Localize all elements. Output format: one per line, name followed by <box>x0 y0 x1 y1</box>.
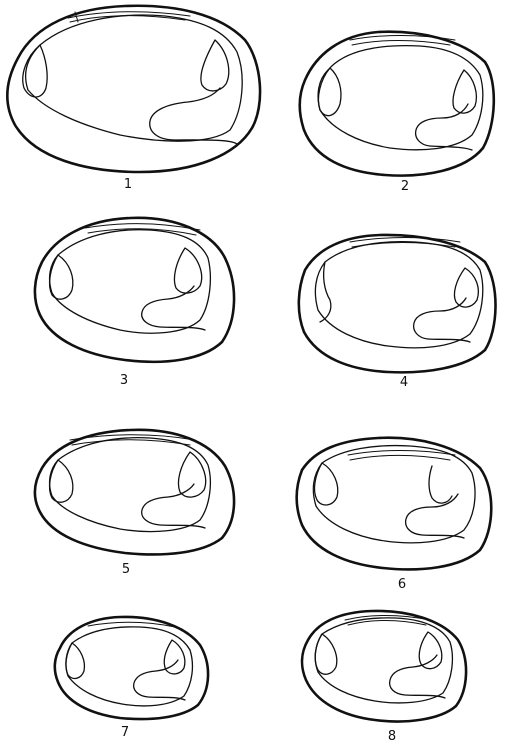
figure-number: 4 <box>400 375 408 390</box>
posterior-muscle-scar <box>453 70 476 113</box>
anterior-muscle-scar <box>66 643 85 678</box>
pallial-sinus <box>142 484 205 528</box>
figure-number: 5 <box>122 562 130 577</box>
figure-number: 1 <box>124 177 132 192</box>
pallial-sinus <box>414 298 470 342</box>
posterior-muscle-scar <box>201 40 229 91</box>
pallial-sinus <box>134 660 185 700</box>
shell-outline <box>35 218 234 362</box>
pallial-sinus <box>150 88 237 144</box>
pallial-line <box>50 438 211 532</box>
shell-figure-7: 7 <box>55 617 208 740</box>
anterior-muscle-scar <box>320 262 331 322</box>
pallial-line <box>26 15 243 141</box>
pallial-sinus <box>390 655 445 698</box>
pallial-line <box>50 230 211 333</box>
shell-outline <box>55 617 208 719</box>
shell-figure-4: 4 <box>299 235 496 390</box>
figure-number: 6 <box>398 577 406 592</box>
posterior-muscle-scar <box>174 248 201 293</box>
shell-figure-6: 6 <box>297 438 492 592</box>
hinge-line <box>348 451 455 461</box>
shell-outline <box>302 611 466 722</box>
figure-number: 2 <box>401 179 409 194</box>
posterior-muscle-scar <box>454 268 478 307</box>
posterior-muscle-scar <box>419 632 442 669</box>
shell-figure-8: 8 <box>302 611 466 744</box>
shell-figure-3: 3 <box>35 218 234 388</box>
shell-outline <box>35 430 234 555</box>
posterior-muscle-scar <box>429 466 452 503</box>
anterior-muscle-scar <box>315 634 337 674</box>
posterior-muscle-scar <box>178 452 205 497</box>
shell-figure-1: 1 <box>7 6 260 192</box>
pallial-line <box>318 46 483 150</box>
pallial-sinus <box>416 104 472 150</box>
pallial-line <box>315 242 482 348</box>
anterior-muscle-scar <box>318 68 341 116</box>
shell-figure-2: 2 <box>300 32 494 194</box>
figure-number: 8 <box>388 729 396 744</box>
figure-number: 3 <box>120 373 128 388</box>
shell-outline <box>300 32 494 176</box>
figure-number: 7 <box>121 725 129 740</box>
shell-outline <box>297 438 492 570</box>
shell-figure-5: 5 <box>35 430 234 577</box>
